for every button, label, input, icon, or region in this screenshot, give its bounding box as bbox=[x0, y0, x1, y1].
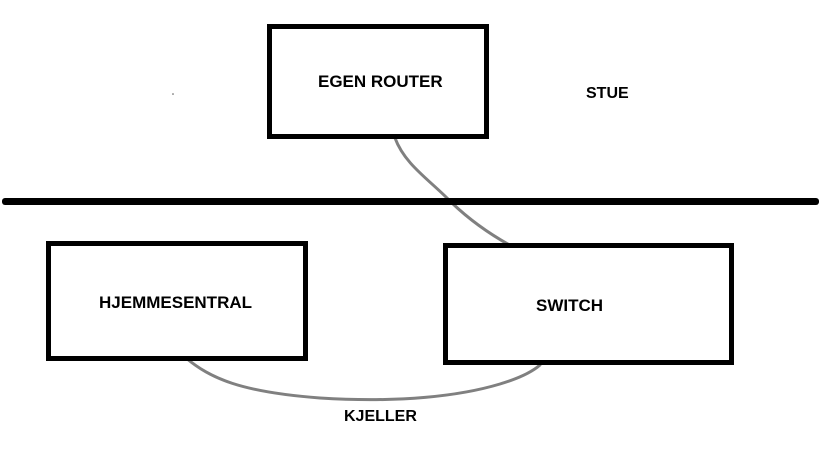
switch-label: SWITCH bbox=[536, 296, 604, 315]
switch-box bbox=[443, 243, 734, 365]
upper-floor-label: STUE bbox=[586, 85, 629, 102]
floor-divider bbox=[2, 198, 819, 205]
cable-central-to-switch bbox=[184, 356, 542, 402]
cable-router-to-switch bbox=[393, 136, 517, 250]
stray-dot bbox=[172, 93, 174, 95]
central-label: HJEMMESENTRAL bbox=[99, 293, 253, 312]
router-label: EGEN ROUTER bbox=[318, 72, 443, 91]
lower-floor-label: KJELLER bbox=[344, 408, 417, 425]
router-box bbox=[267, 24, 489, 139]
central-box bbox=[46, 241, 308, 361]
